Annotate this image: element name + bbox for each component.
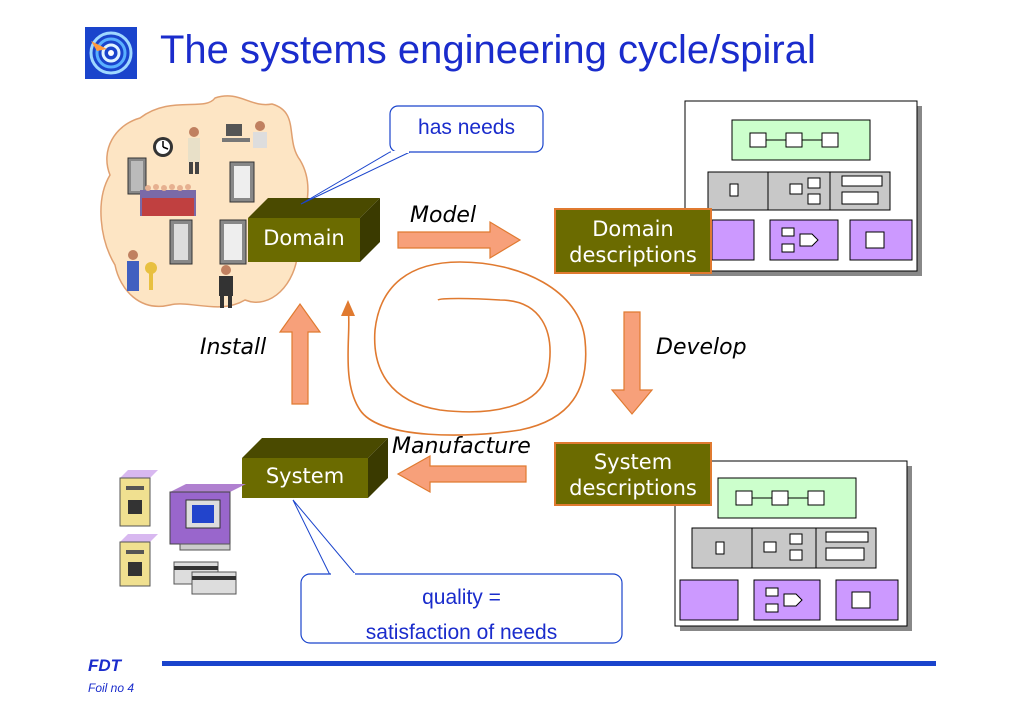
manufacture-arrow <box>396 454 527 494</box>
model-arrow <box>397 220 522 260</box>
model-label: Model <box>410 203 477 228</box>
domain-descriptions-box: Domain descriptions <box>554 208 712 274</box>
door-icon <box>127 157 147 195</box>
computer-user-icon <box>222 121 267 148</box>
cycle-spiral <box>347 261 587 436</box>
spiral-arrowhead <box>341 300 355 316</box>
footer-brand: FDT <box>88 656 122 675</box>
system-architecture-panel <box>674 460 912 631</box>
needs-callout-text: has needs <box>418 116 515 139</box>
domain-box-label: Domain <box>263 226 345 250</box>
footer-rule <box>162 661 936 666</box>
person-icon <box>127 250 139 291</box>
domain-architecture-panel <box>684 100 922 276</box>
card-icon <box>173 561 237 595</box>
key-icon <box>145 262 157 290</box>
logo-icon <box>85 27 137 79</box>
needs-callout <box>300 105 544 205</box>
system-box-label: System <box>265 464 345 488</box>
domain-descriptions-line1: Domain <box>592 217 674 241</box>
domain-descriptions-line2: descriptions <box>569 243 697 267</box>
install-label: Install <box>200 335 267 360</box>
system-descriptions-line1: System <box>593 450 673 474</box>
page-title: The systems engineering cycle/spiral <box>160 28 816 72</box>
door-icon <box>169 219 193 265</box>
system-descriptions-box: System descriptions <box>554 442 712 506</box>
quality-callout-line1: quality = <box>422 586 501 609</box>
person-icon <box>219 265 233 308</box>
quality-callout <box>292 499 623 644</box>
door-icon <box>219 219 247 265</box>
system-box <box>242 438 388 498</box>
manufacture-label: Manufacture <box>392 434 531 459</box>
workstation-icon <box>169 484 246 551</box>
people-group-icon <box>140 184 196 216</box>
server-icon <box>119 534 158 587</box>
server-icon <box>119 470 158 527</box>
install-arrow <box>278 302 322 405</box>
person-icon <box>188 127 200 174</box>
system-descriptions-line2: descriptions <box>569 476 697 500</box>
develop-label: Develop <box>656 335 747 360</box>
quality-callout-line2: satisfaction of needs <box>365 621 558 644</box>
door-icon <box>229 161 255 203</box>
footer-foil-number: Foil no 4 <box>88 681 135 695</box>
develop-arrow <box>610 311 654 415</box>
clock-icon <box>153 137 173 157</box>
domain-box <box>248 198 380 262</box>
